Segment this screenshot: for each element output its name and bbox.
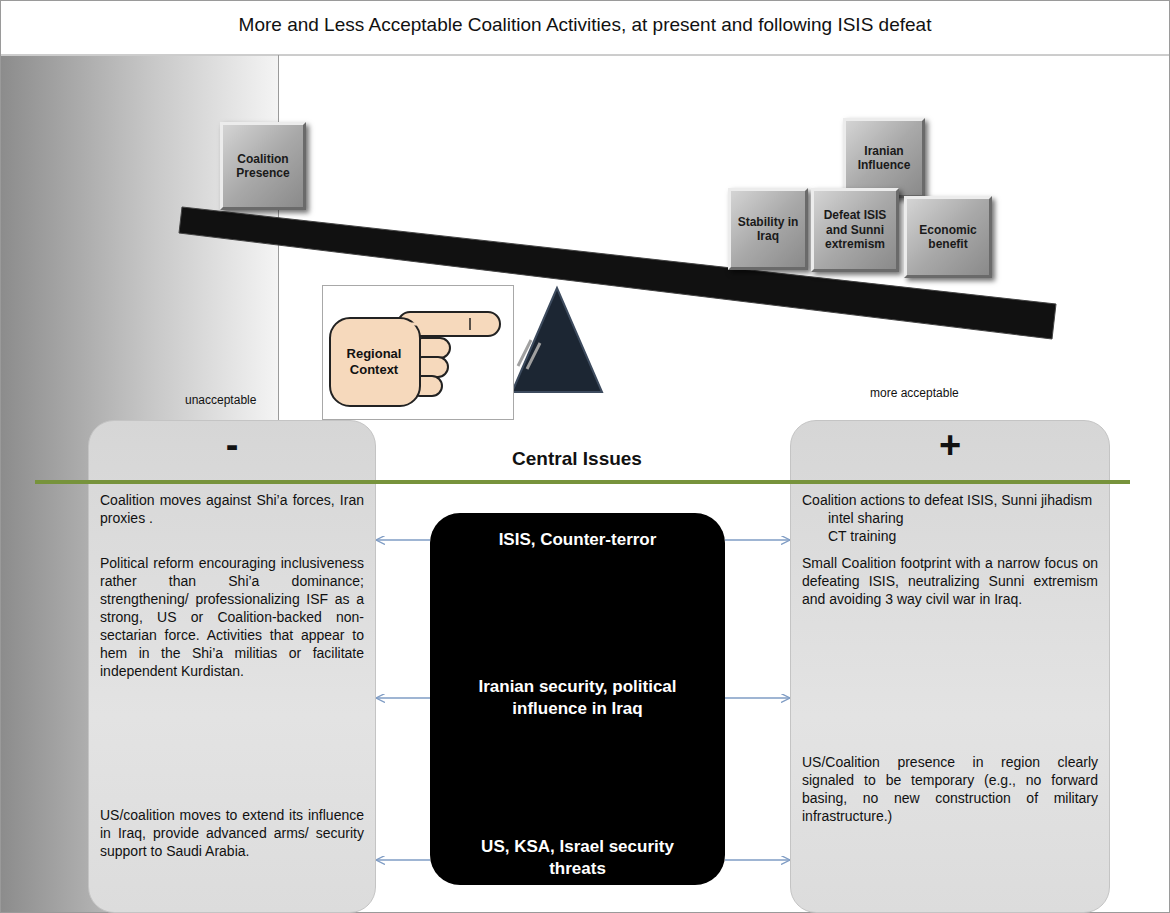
scale-end-label: more acceptable bbox=[870, 386, 959, 400]
block-label: Economic benefit bbox=[911, 223, 985, 252]
beveled-block: Economic benefit bbox=[904, 196, 992, 278]
issue-text: ISIS, Counter-terror bbox=[458, 529, 698, 551]
issue-arrow bbox=[725, 697, 790, 699]
issue-box: ISIS, Counter-terrorIranian security, po… bbox=[430, 513, 725, 885]
panel-paragraph: Coalition actions to defeat ISIS, Sunni … bbox=[802, 491, 1098, 509]
beveled-block: Coalition Presence bbox=[220, 122, 306, 210]
rounded-panel: - Coalition moves against Shi’a forces, I… bbox=[88, 420, 376, 913]
issue-arrow bbox=[725, 859, 790, 861]
scale-end-label: unacceptable bbox=[185, 393, 256, 407]
block-label: Regional Context bbox=[336, 346, 412, 377]
beveled-block: Stability in Iraq bbox=[728, 188, 808, 270]
slash-mark bbox=[527, 343, 540, 369]
beveled-block: Defeat ISIS and Sunni extremism bbox=[811, 188, 899, 272]
issue-arrow bbox=[376, 859, 430, 861]
panel-sign: - bbox=[100, 427, 364, 463]
issue-arrow bbox=[725, 539, 790, 541]
beveled-block: Iranian Influence bbox=[843, 118, 925, 198]
issue-text: US, KSA, Israel security threats bbox=[458, 836, 698, 880]
section-heading: Central Issues bbox=[512, 448, 642, 470]
issue-text: Iranian security, political influence in… bbox=[458, 676, 698, 720]
panel-paragraph: US/coalition moves to extend its influen… bbox=[100, 806, 364, 860]
panel-paragraph: Political reform encouraging inclusivene… bbox=[100, 554, 364, 680]
panel-paragraph: Small Coalition footprint with a narrow … bbox=[802, 554, 1098, 608]
issue-arrow bbox=[376, 697, 430, 699]
block-label: Stability in Iraq bbox=[735, 215, 801, 244]
hand-icon-box: Regional Context bbox=[322, 285, 514, 420]
pointing-hand bbox=[330, 312, 500, 406]
block-label: Coalition Presence bbox=[227, 152, 299, 181]
panel-sign: + bbox=[802, 427, 1098, 463]
panel-paragraph: US/Coalition presence in region clearly … bbox=[802, 753, 1098, 825]
hand-frame bbox=[323, 286, 514, 420]
rounded-panel: + Coalition actions to defeat ISIS, Sunni… bbox=[790, 420, 1110, 913]
panel-paragraph: intel sharing bbox=[802, 509, 1098, 527]
title-rule bbox=[0, 55, 1170, 56]
block-label: Iranian Influence bbox=[850, 144, 918, 173]
diagram-title: More and Less Acceptable Coalition Activ… bbox=[0, 14, 1170, 36]
issue-arrow bbox=[376, 539, 430, 541]
block-label: Defeat ISIS and Sunni extremism bbox=[818, 208, 892, 251]
panel-paragraph: CT training bbox=[802, 527, 1098, 545]
fulcrum bbox=[512, 288, 602, 392]
panel-paragraph: Coalition moves against Shi’a forces, Ir… bbox=[100, 491, 364, 527]
